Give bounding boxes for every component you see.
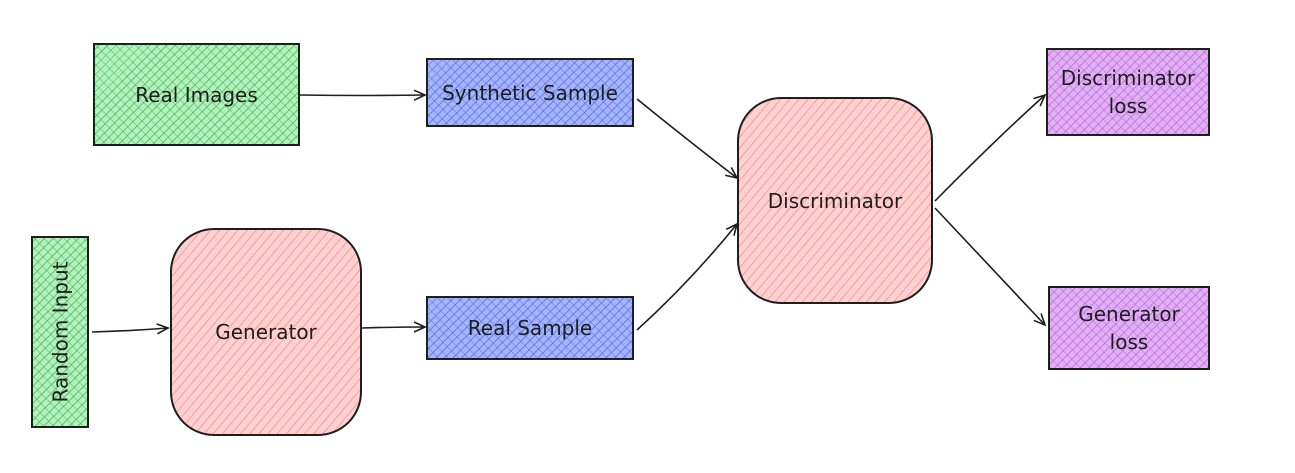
arrow-discriminator-to-generator-loss bbox=[934, 207, 1047, 327]
arrow-generator-to-real-sample bbox=[361, 321, 427, 333]
real-images-node: Real Images bbox=[93, 43, 300, 146]
arrow-random-input-to-generator bbox=[91, 323, 170, 335]
generator-node: Generator bbox=[170, 228, 362, 436]
arrow-real-images-to-synthetic-sample bbox=[299, 89, 427, 101]
generator-loss-node: Generator loss bbox=[1048, 286, 1210, 370]
discriminator-loss-node: Discriminator loss bbox=[1046, 48, 1210, 136]
real-sample-node: Real Sample bbox=[426, 296, 634, 360]
discriminator-label: Discriminator bbox=[767, 188, 903, 213]
discriminator-loss-label: Discriminator loss bbox=[1060, 66, 1196, 118]
discriminator-node: Discriminator bbox=[737, 97, 933, 304]
generator-loss-label: Generator loss bbox=[1078, 302, 1180, 354]
synthetic-sample-label: Synthetic Sample bbox=[442, 80, 618, 105]
synthetic-sample-node: Synthetic Sample bbox=[426, 58, 634, 127]
random-input-node: Random Input bbox=[31, 236, 89, 428]
random-input-label: Random Input bbox=[48, 261, 73, 403]
arrow-discriminator-to-discriminator-loss bbox=[934, 93, 1047, 202]
generator-label: Generator bbox=[215, 320, 317, 344]
real-sample-label: Real Sample bbox=[467, 316, 593, 340]
real-images-label: Real Images bbox=[135, 82, 258, 107]
arrow-real-sample-to-discriminator bbox=[636, 222, 739, 331]
arrow-synthetic-sample-to-discriminator bbox=[636, 98, 739, 180]
